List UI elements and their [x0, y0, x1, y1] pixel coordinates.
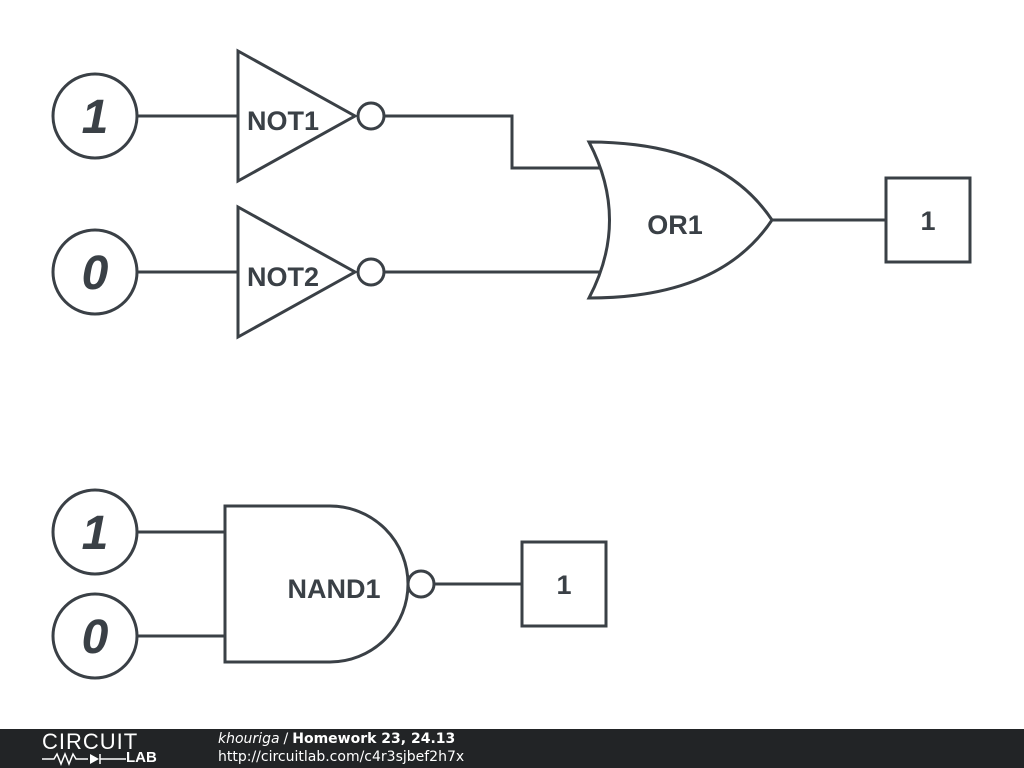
or-gate-1[interactable]: OR1: [586, 140, 774, 300]
input-value: 1: [82, 507, 109, 560]
gate-label: NAND1: [287, 574, 380, 604]
logo-text-top: CIRCUIT: [42, 729, 139, 754]
output-value: 1: [920, 206, 935, 236]
input-node-top-1[interactable]: 1: [51, 72, 139, 160]
logo-text-bottom: LAB: [126, 749, 157, 766]
output-value: 1: [556, 570, 571, 600]
output-probe-bottom[interactable]: 1: [520, 540, 608, 628]
circuit-url-link[interactable]: http://circuitlab.com/c4r3sjbef2h7x: [218, 749, 465, 765]
circuitlab-logo[interactable]: CIRCUIT LAB: [42, 731, 177, 767]
not-gate-2[interactable]: NOT2: [236, 204, 386, 340]
output-probe-top[interactable]: 1: [884, 176, 972, 264]
resistor-diode-icon: [42, 751, 126, 767]
nand-gate-1[interactable]: NAND1: [223, 504, 436, 664]
input-node-bottom-1[interactable]: 1: [51, 488, 139, 576]
input-node-top-2[interactable]: 0: [51, 228, 139, 316]
footer-bar: CIRCUIT LAB khouriga/Homework 23, 24.13 …: [0, 729, 1024, 768]
credit-separator: /: [283, 731, 289, 747]
circuit-credit: khouriga/Homework 23, 24.13 http://circu…: [218, 730, 464, 766]
not-gate-1[interactable]: NOT1: [236, 48, 386, 184]
circuit-title: Homework 23, 24.13: [292, 731, 456, 747]
author-link[interactable]: khouriga: [218, 731, 280, 747]
input-node-bottom-2[interactable]: 0: [51, 592, 139, 680]
input-value: 1: [82, 91, 109, 144]
gate-label: NOT2: [247, 262, 319, 292]
gate-label: OR1: [647, 210, 703, 240]
input-value: 0: [82, 247, 109, 300]
wire-not1-or1: [385, 114, 603, 170]
input-value: 0: [82, 611, 109, 664]
gate-label: NOT1: [247, 106, 319, 136]
